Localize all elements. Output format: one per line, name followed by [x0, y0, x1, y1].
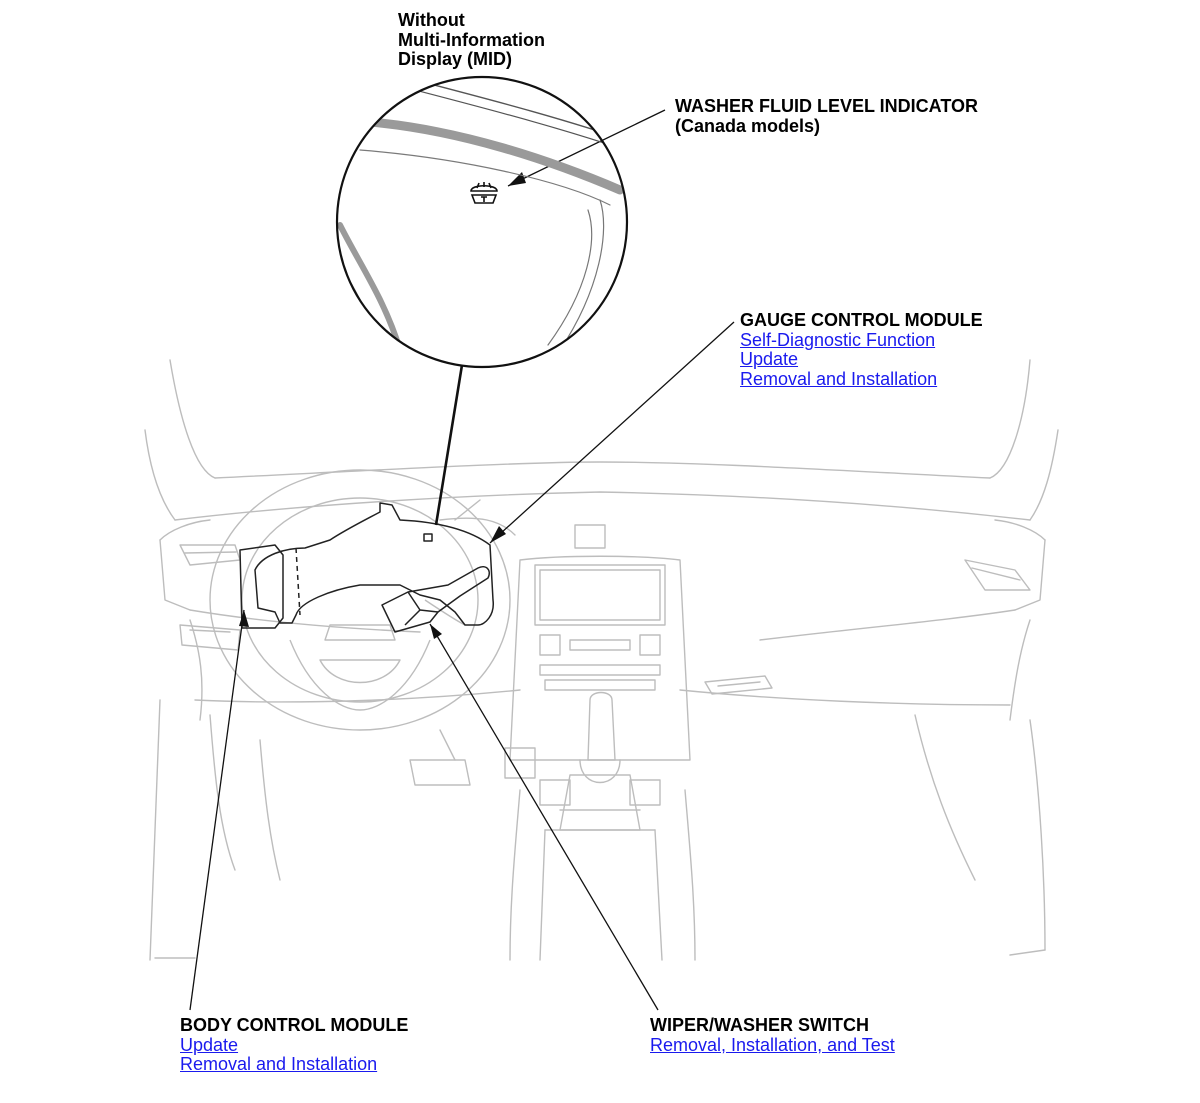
inset-connector-line [434, 364, 464, 526]
center-console [509, 789, 521, 961]
bcm-update-link[interactable]: Update [180, 1034, 239, 1055]
body-control-module-callout: BODY CONTROL MODULE Update Removal and I… [180, 1015, 409, 1075]
glovebox-handle [704, 675, 773, 695]
wiper-washer-switch-title: WIPER/WASHER SWITCH [650, 1015, 869, 1035]
center-stack [509, 555, 691, 761]
mid-note: Without Multi-Information Display (MID) [398, 10, 545, 70]
washer-fluid-callout: WASHER FLUID LEVEL INDICATOR (Canada mod… [675, 96, 979, 136]
mid-note-line-3: Display (MID) [398, 49, 513, 69]
wiper-washer-switch-callout: WIPER/WASHER SWITCH Removal, Installatio… [650, 1015, 895, 1055]
wiper-leader-line [429, 623, 659, 1011]
mid-inset [335, 75, 629, 369]
shift-lever [587, 691, 616, 761]
gauge-arrowhead [490, 526, 506, 543]
gauge-control-module-callout: GAUGE CONTROL MODULE Self-Diagnostic Fun… [740, 310, 983, 389]
right-a-pillar [989, 359, 1031, 479]
right-air-vent [964, 559, 1031, 591]
washer-fluid-icon [470, 182, 498, 204]
gauge-leader-line [489, 321, 735, 544]
mid-note-line-1: Without [398, 10, 465, 30]
brake-pedal [409, 759, 471, 786]
mid-note-line-2: Multi-Information [398, 29, 545, 50]
navigation-screen [534, 564, 666, 626]
washer-fluid-title: WASHER FLUID LEVEL INDICATOR [675, 96, 979, 116]
dash-top [214, 461, 991, 479]
left-a-pillar [169, 359, 216, 479]
washer-fluid-subtitle: (Canada models) [675, 115, 821, 136]
washer-indicator-location [423, 533, 433, 542]
body-control-module-title: BODY CONTROL MODULE [180, 1015, 409, 1035]
gauge-self-diagnostic-link[interactable]: Self-Diagnostic Function [740, 329, 936, 350]
wiper-removal-installation-test-link[interactable]: Removal, Installation, and Test [650, 1034, 895, 1055]
wiper-arrowhead [430, 624, 442, 639]
vehicle-interior [144, 359, 1059, 961]
steering-wheel [209, 469, 511, 731]
gauge-update-link[interactable]: Update [740, 349, 799, 369]
gauge-control-module-title: GAUGE CONTROL MODULE [740, 310, 983, 330]
gauge-removal-installation-link[interactable]: Removal and Installation [740, 368, 938, 389]
bcm-removal-installation-link[interactable]: Removal and Installation [180, 1054, 378, 1074]
gauge-control-module-outline [254, 502, 494, 626]
bcm-leader-line [189, 609, 245, 1011]
bcm-arrowhead [239, 610, 249, 627]
washer-leader-line [507, 109, 666, 187]
inset-circle [335, 75, 629, 369]
left-air-vent [179, 544, 241, 566]
